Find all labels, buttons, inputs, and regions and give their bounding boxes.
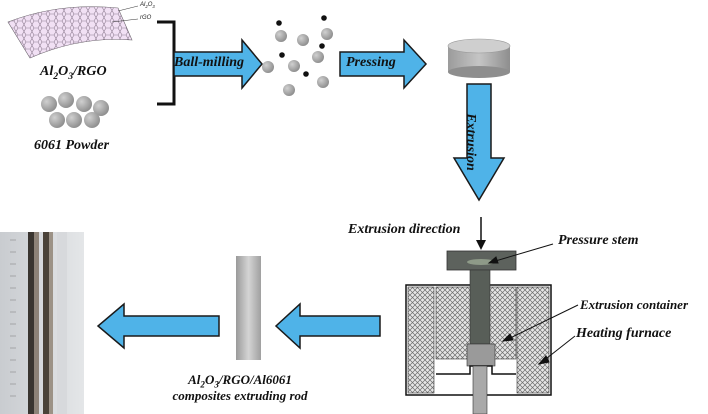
- al2o3-rgo-label: Al2O3/RGO: [40, 64, 107, 82]
- left-arrow-to-rod: [274, 302, 381, 350]
- powder-6061-label: 6061 Powder: [34, 138, 110, 153]
- pressing-arrow: [339, 38, 428, 90]
- sheet-rgo-label: rGO: [140, 15, 152, 21]
- ball-milling-arrow: [173, 37, 263, 91]
- heating-furnace-label: Heating furnace: [576, 326, 672, 341]
- pressure-stem-label: Pressure stem: [558, 233, 639, 248]
- left-arrow-to-photo: [96, 302, 220, 350]
- sheet-al2o3-label: Al2O3: [140, 2, 155, 10]
- leader-lines: [487, 243, 579, 365]
- pressed-billet-icon: [447, 38, 511, 78]
- composite-rod-title-line1: Al2O3/RGO/Al6061: [188, 372, 292, 390]
- rod-photo-icon: [0, 232, 84, 414]
- grouping-bracket: [157, 20, 176, 106]
- extrusion-label: Extrusion: [462, 113, 478, 171]
- graphene-sheet-icon: [7, 5, 139, 59]
- extrusion-container-label: Extrusion container: [580, 297, 689, 312]
- composite-rod-title-line2: composites extruding rod: [172, 388, 308, 403]
- mixed-powder-icon: [262, 15, 333, 96]
- ball-milling-label: Ball-milling: [174, 55, 245, 70]
- extrusion-direction-label: Extrusion direction: [348, 222, 461, 237]
- extrusion-direction-arrow: [476, 217, 486, 250]
- powder-sphere-icon: [41, 92, 109, 128]
- extrusion-arrow: [452, 83, 506, 202]
- extrusion-die-icon: [405, 250, 552, 414]
- extruded-rod-icon: [236, 256, 261, 360]
- pressing-label: Pressing: [346, 55, 396, 70]
